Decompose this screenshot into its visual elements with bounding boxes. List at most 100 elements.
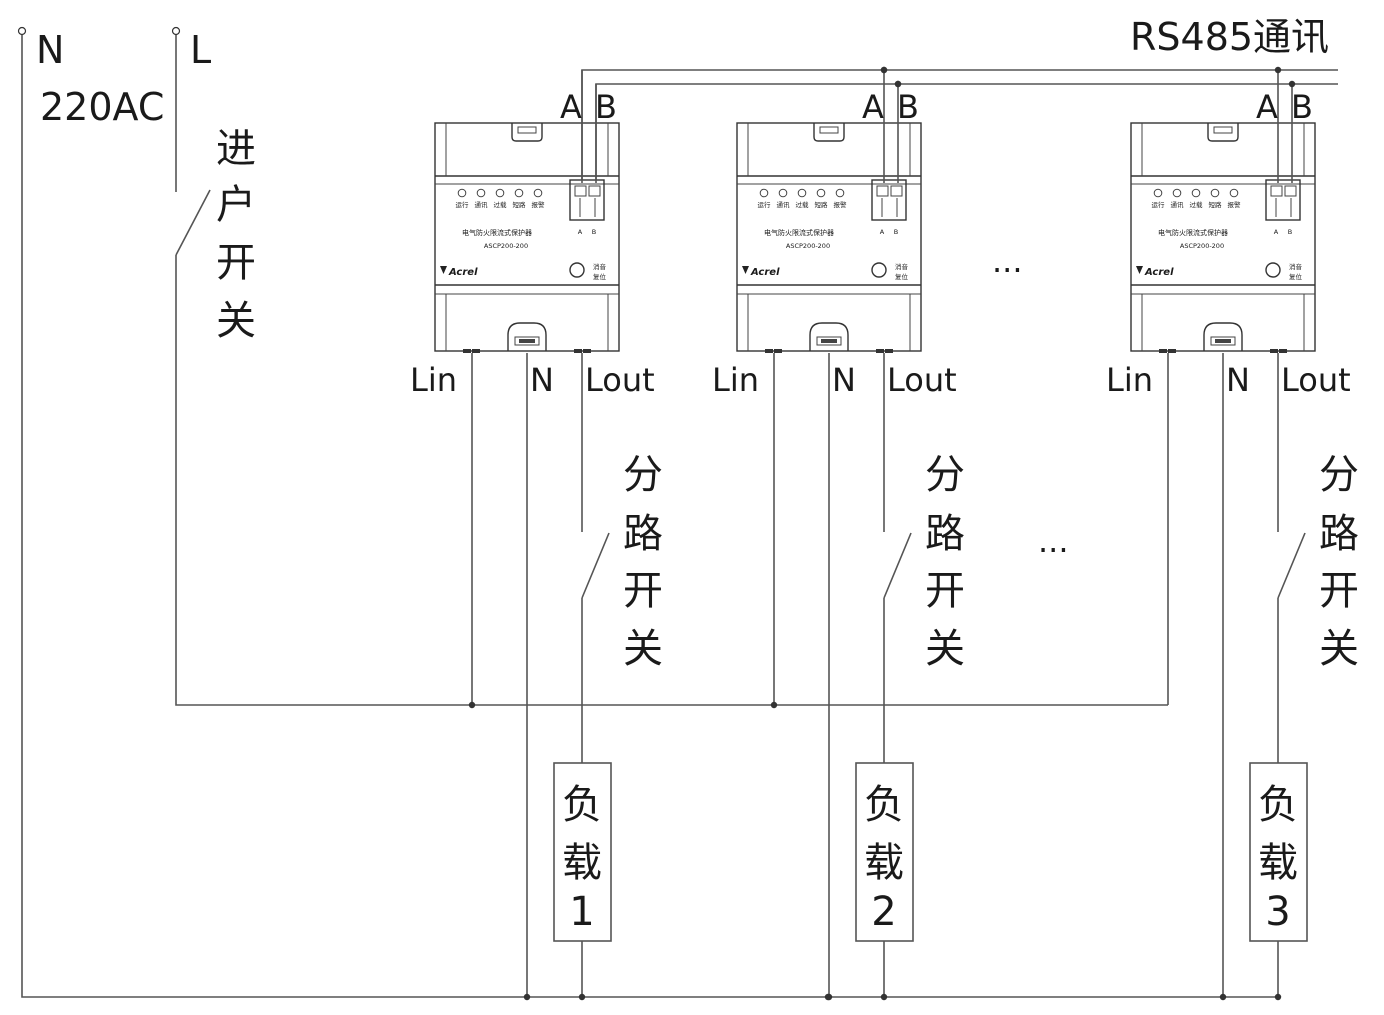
neutral-wire [21, 35, 1278, 998]
product-name: 电气防火限流式保护器 [462, 228, 532, 237]
acrel-logo-icon [440, 266, 447, 274]
junction-dot [468, 701, 476, 709]
branch-ellipsis: ... [1038, 522, 1069, 560]
brand-label: Acrel [1144, 267, 1174, 278]
main-switch-char-2: 户 [216, 182, 256, 228]
device-ellipsis: ... [992, 242, 1023, 280]
led-indicator-icon [816, 188, 826, 198]
junction-dot [578, 993, 586, 1001]
led-indicator-icon [514, 188, 524, 198]
lout-label: Lout [1281, 361, 1351, 399]
terminal-screw [890, 185, 903, 197]
load-label-char: 载 [864, 840, 904, 886]
reset-button [569, 262, 585, 278]
din-clip-top [813, 123, 845, 142]
main-switch-char-3: 开 [216, 240, 256, 286]
led-label: 报警 [532, 200, 546, 209]
led-indicator-icon [797, 188, 807, 198]
branch-switch-blade [581, 532, 610, 599]
din-clip-bottom [1203, 322, 1243, 351]
led-label: 通讯 [475, 200, 489, 209]
reset-button [871, 262, 887, 278]
branch-switch-char: 开 [925, 568, 965, 614]
reset-label-2: 复位 [895, 272, 909, 281]
branch-switch-char: 关 [925, 626, 965, 672]
terminal-screw [876, 185, 889, 197]
led-indicator-icon [1210, 188, 1220, 198]
branch-switch-char: 开 [1319, 568, 1359, 614]
led-label: 运行 [456, 200, 470, 209]
branch-switch-char: 路 [925, 511, 965, 557]
rs485-label: RS485通讯 [1130, 15, 1329, 59]
reset-button [1265, 262, 1281, 278]
din-clip-top [1207, 123, 1239, 142]
reset-label-2: 复位 [593, 272, 607, 281]
led-indicator-icon [495, 188, 505, 198]
brand-label: Acrel [750, 267, 780, 278]
led-label: 运行 [758, 200, 772, 209]
acrel-logo-icon [1136, 266, 1143, 274]
branch-switch-char: 分 [1319, 452, 1359, 498]
terminal-stud [765, 349, 773, 353]
branch-switch-char: 分 [623, 452, 663, 498]
junction-dot [894, 80, 902, 88]
led-indicator-icon [1229, 188, 1239, 198]
terminal-stud [574, 349, 582, 353]
terminal-stud [876, 349, 884, 353]
load-label-char: 1 [569, 889, 594, 935]
din-clip-slot [519, 339, 535, 343]
terminal-screw [1270, 185, 1283, 197]
terminal-stud [1270, 349, 1278, 353]
main-switch-char-4: 关 [216, 298, 256, 344]
bus-b-label: B [595, 88, 617, 126]
terminal-a-label: A [1274, 228, 1279, 236]
lin-label: Lin [410, 361, 457, 399]
lout-label: Lout [585, 361, 655, 399]
led-indicator-icon [759, 188, 769, 198]
led-label: 通讯 [1171, 200, 1185, 209]
device-body [434, 122, 620, 352]
din-clip-bottom [507, 322, 547, 351]
terminal-stud [774, 349, 782, 353]
din-clip-slot [816, 336, 842, 346]
bus-a-label: A [1256, 88, 1278, 126]
product-model: ASCP200-200 [1180, 242, 1224, 250]
n-terminal-label: N [1226, 361, 1250, 399]
terminal-stud [463, 349, 471, 353]
junction-dot [1274, 993, 1282, 1001]
rs485-a-line [581, 69, 1338, 180]
terminal-stud [1279, 349, 1287, 353]
terminal-stud [1168, 349, 1176, 353]
branch-switch-char: 路 [1319, 511, 1359, 557]
bus-a-label: A [862, 88, 884, 126]
branch-switch-blade [1277, 532, 1306, 599]
terminal-a-label: A [578, 228, 583, 236]
din-clip-slot [517, 126, 537, 134]
load-label-char: 负 [864, 782, 904, 828]
led-label: 短路 [1209, 200, 1223, 209]
junction-dot [880, 993, 888, 1001]
load-label-char: 3 [1265, 889, 1290, 935]
product-name: 电气防火限流式保护器 [764, 228, 834, 237]
din-clip-slot [514, 336, 540, 346]
main-switch-blade [175, 189, 211, 256]
terminal-screw [574, 185, 587, 197]
led-label: 通讯 [777, 200, 791, 209]
rs485-terminal-block [569, 179, 605, 221]
device-body [736, 122, 922, 352]
din-clip-slot [819, 126, 839, 134]
terminal-stud [472, 349, 480, 353]
led-label: 报警 [1228, 200, 1242, 209]
reset-label-1: 消音 [895, 262, 909, 271]
din-clip-top [511, 123, 543, 142]
junction-dot [1219, 993, 1227, 1001]
terminal-b-label: B [592, 228, 596, 236]
branch-switch-char: 关 [623, 626, 663, 672]
terminal-b-label: B [1288, 228, 1292, 236]
live-bus-wire [175, 255, 1168, 706]
supply-l-label: L [190, 28, 211, 72]
led-indicator-icon [476, 188, 486, 198]
